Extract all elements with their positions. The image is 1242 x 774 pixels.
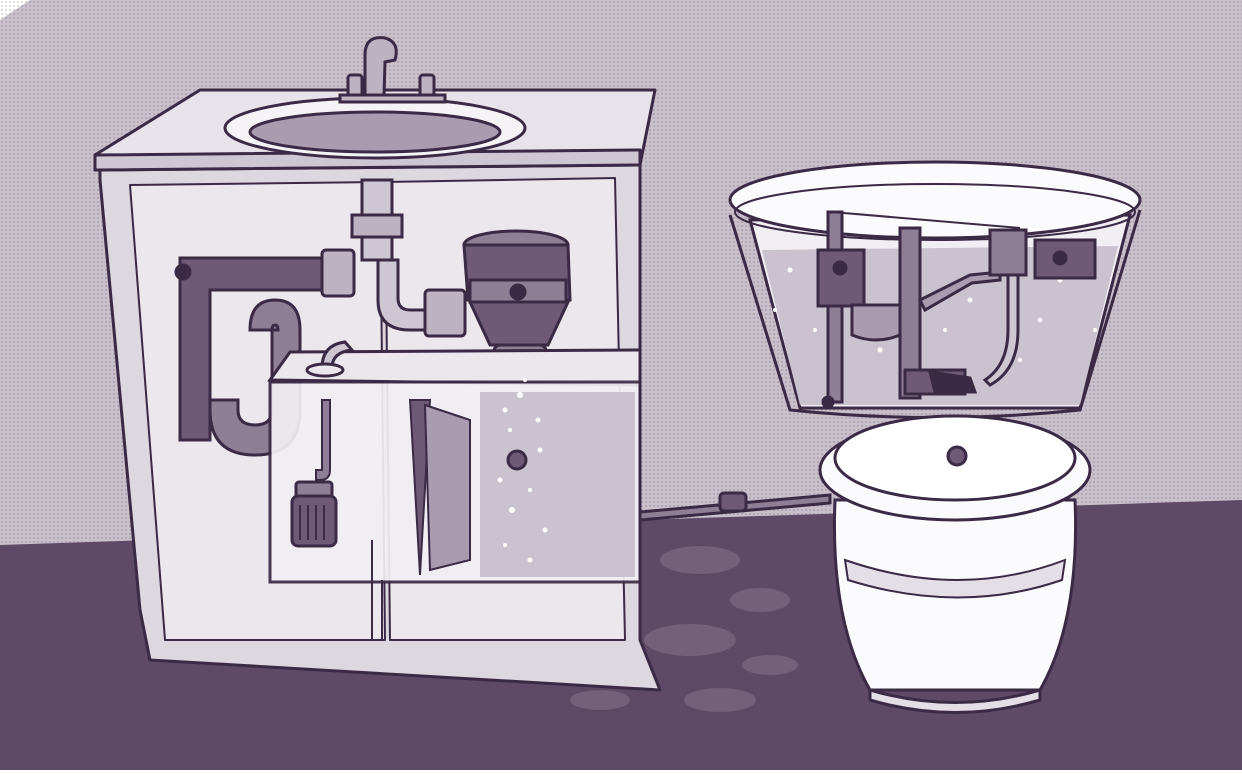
faucet-base	[340, 95, 445, 102]
toilet-tank-lid	[730, 162, 1140, 238]
tank-inlet-fitting	[307, 364, 343, 376]
tank-inner-baffle	[425, 405, 470, 570]
tank-drain-plug	[508, 451, 526, 469]
flush-handle-mount	[990, 230, 1026, 275]
supply-hose-coupling	[720, 493, 746, 511]
drain-slip-nut	[322, 250, 354, 296]
drain-cleanout-plug	[176, 265, 190, 279]
sink-basin-bowl	[250, 112, 500, 152]
sink	[225, 98, 525, 158]
toilet-bowl	[820, 416, 1090, 713]
fill-valve-cup	[852, 305, 900, 340]
fill-valve-adjuster	[834, 262, 846, 274]
filter-knob	[511, 285, 525, 299]
diverter-coupling	[425, 290, 465, 336]
fill-valve-float	[818, 250, 864, 306]
tailpiece-nut	[352, 215, 402, 237]
pump-body	[292, 496, 336, 546]
tank-water	[480, 392, 635, 577]
tank-bolt-left	[823, 397, 833, 407]
toilet-lid-dot	[948, 447, 966, 465]
flush-handle-pivot	[1054, 252, 1066, 264]
